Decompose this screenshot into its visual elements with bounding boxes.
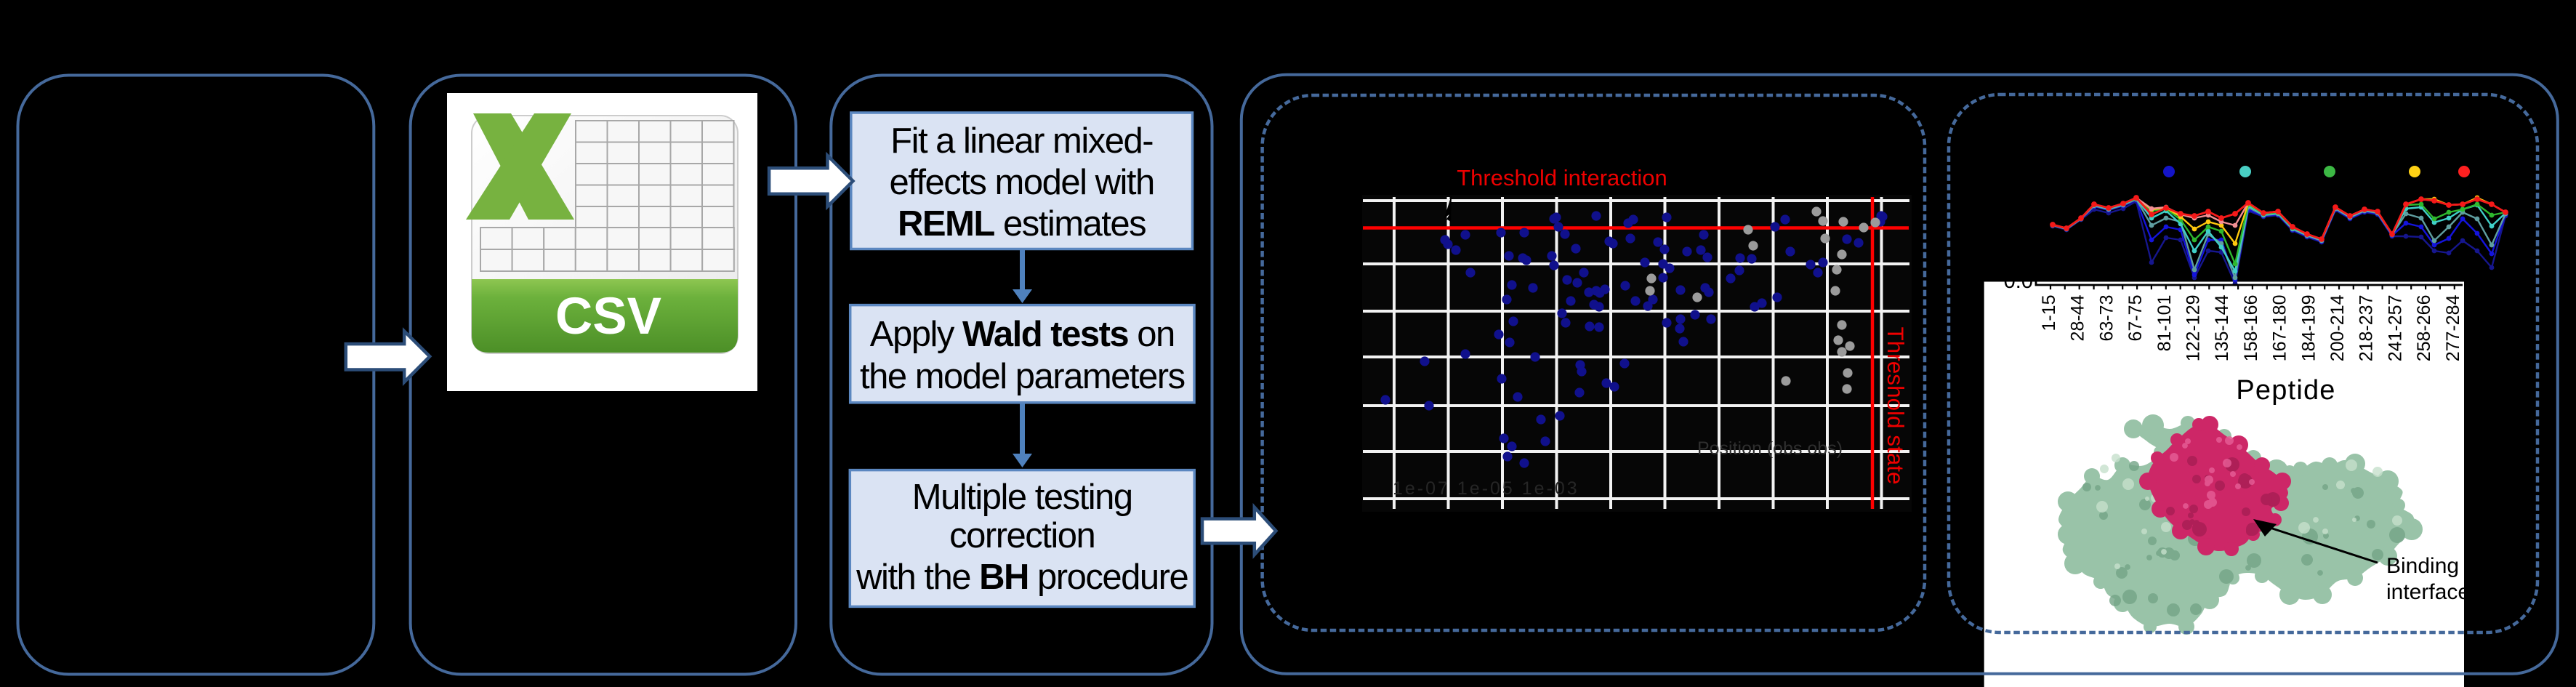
svg-text:277-284: 277-284: [2443, 294, 2463, 361]
svg-text:1e-07 1e-05 1e-03: 1e-07 1e-05 1e-03: [1393, 478, 1579, 499]
svg-text:258-266: 258-266: [2414, 295, 2434, 362]
svg-text:effects model with: effects model with: [889, 163, 1154, 202]
svg-text:Position (obs obs): Position (obs obs): [1697, 438, 1843, 459]
svg-text:200-214: 200-214: [2327, 294, 2348, 361]
svg-text:184-199: 184-199: [2298, 295, 2319, 362]
svg-text:Binding: Binding: [2386, 554, 2459, 578]
svg-text:correction: correction: [949, 516, 1095, 555]
svg-text:241-257: 241-257: [2385, 295, 2405, 362]
svg-text:CSV: CSV: [555, 288, 661, 345]
svg-text:158-166: 158-166: [2241, 295, 2261, 362]
svg-text:Apply Wald tests on: Apply Wald tests on: [870, 315, 1175, 354]
svg-text:Multiple testing: Multiple testing: [912, 478, 1132, 517]
svg-text:Threshold state: Threshold state: [1883, 326, 1909, 484]
svg-text:0.0: 0.0: [2004, 270, 2033, 293]
svg-text:1-15: 1-15: [2039, 295, 2059, 332]
svg-text:interface: interface: [2386, 580, 2470, 604]
svg-text:the model parameters: the model parameters: [860, 357, 1185, 396]
svg-text:167-180: 167-180: [2270, 295, 2290, 362]
svg-text:Peptide: Peptide: [2236, 375, 2335, 406]
svg-text:63-73: 63-73: [2096, 295, 2117, 342]
svg-text:218-237: 218-237: [2356, 295, 2377, 362]
svg-text:Fit a linear mixed-: Fit a linear mixed-: [890, 121, 1153, 161]
svg-text:67-75: 67-75: [2125, 295, 2146, 342]
svg-text:with the BH procedure: with the BH procedure: [856, 558, 1188, 597]
svg-text:28-44: 28-44: [2068, 294, 2088, 341]
svg-text:122-129: 122-129: [2183, 295, 2204, 362]
svg-text:Threshold interaction: Threshold interaction: [1457, 165, 1667, 190]
svg-text:135-144: 135-144: [2212, 294, 2232, 361]
svg-text:81-101: 81-101: [2154, 295, 2175, 352]
svg-text:REML estimates: REML estimates: [898, 204, 1146, 244]
